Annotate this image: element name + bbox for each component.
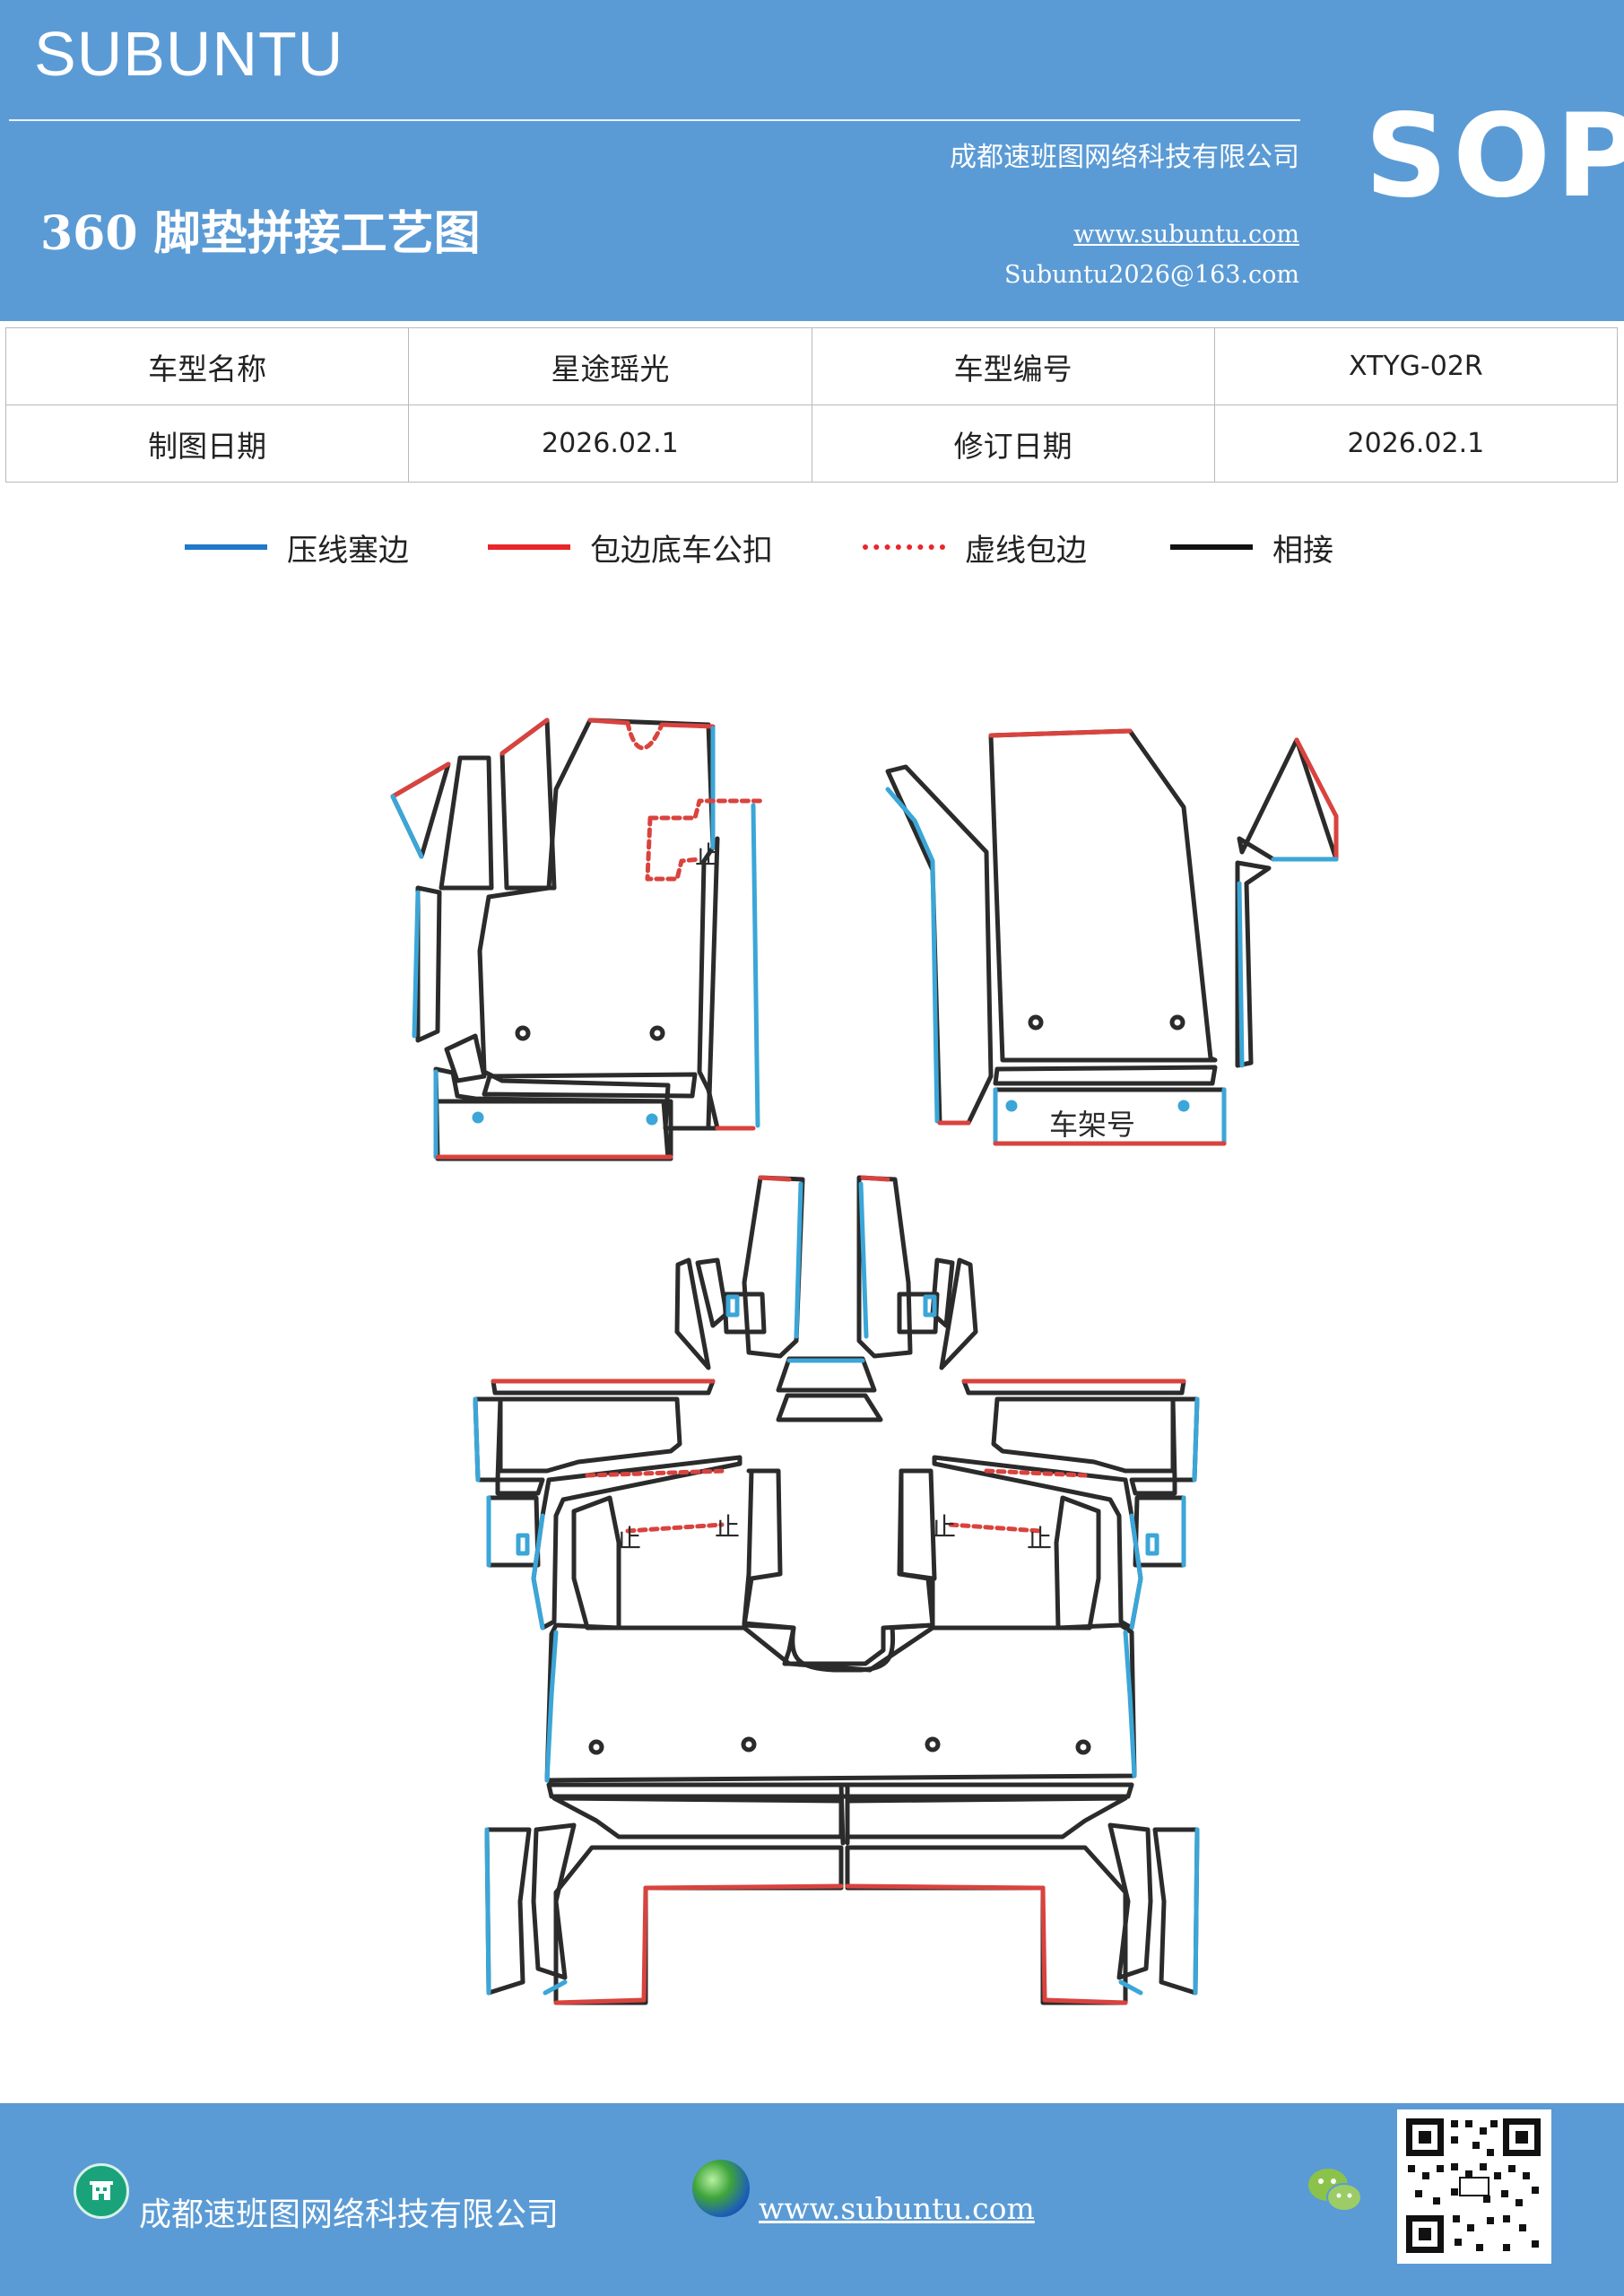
globe-icon bbox=[692, 2160, 750, 2217]
table-cell-label: 车型编号 bbox=[811, 327, 1215, 405]
header-divider bbox=[9, 119, 1300, 121]
brand-name: SUBUNTU bbox=[34, 19, 344, 89]
rear-right-side-pieces bbox=[932, 1378, 1200, 1631]
building-icon bbox=[74, 2163, 129, 2219]
passenger-front-mat bbox=[885, 728, 1339, 1146]
driver-front-mat bbox=[390, 718, 720, 1161]
legend-item-wrap-edge: 包边底车公扣 bbox=[488, 525, 773, 570]
legend-swatch bbox=[1170, 544, 1253, 550]
table-cell-label: 修订日期 bbox=[811, 404, 1215, 483]
table-cell-value: 2026.02.1 bbox=[1213, 404, 1619, 483]
legend-swatch bbox=[185, 544, 267, 550]
rear-left-side-pieces bbox=[473, 1378, 743, 1631]
stop-mark: 止 bbox=[616, 1524, 641, 1553]
legend-label: 压线塞边 bbox=[287, 532, 409, 569]
table-cell-value: 星途瑶光 bbox=[408, 327, 812, 405]
vehicle-info-table: 车型名称 星途瑶光 车型编号 XTYG-02R 制图日期 2026.02.1 修… bbox=[4, 327, 1619, 483]
legend-label: 包边底车公扣 bbox=[590, 532, 773, 569]
company-name: 成都速班图网络科技有限公司 bbox=[950, 142, 1299, 173]
rear-corner-edges bbox=[484, 1827, 1200, 1996]
table-row: 车型名称 星途瑶光 车型编号 XTYG-02R bbox=[4, 327, 1619, 405]
table-cell-value: XTYG-02R bbox=[1213, 327, 1619, 405]
legend-label: 相接 bbox=[1272, 532, 1333, 569]
passenger-mat-edges bbox=[885, 728, 1339, 1146]
rear-side-edges bbox=[473, 1378, 1200, 1631]
table-cell-label: 制图日期 bbox=[4, 404, 410, 483]
stop-mark: 止 bbox=[1027, 1524, 1052, 1553]
legend-label: 虚线包边 bbox=[965, 532, 1087, 569]
center-tunnel-edges bbox=[725, 1175, 937, 1363]
driver-mat-edges bbox=[390, 718, 765, 1160]
footer-website-link[interactable]: www.subuntu.com bbox=[759, 2191, 1035, 2226]
footer-company-name: 成都速班图网络科技有限公司 bbox=[139, 2196, 560, 2233]
legend-swatch bbox=[863, 544, 945, 550]
rear-main-mat bbox=[544, 1622, 1137, 2005]
document-title: 360 脚垫拼接工艺图 bbox=[40, 206, 481, 261]
legend-item-press-edge: 压线塞边 bbox=[185, 525, 409, 570]
legend: 压线塞边 包边底车公扣 虚线包边 相接 bbox=[0, 525, 1624, 570]
sop-badge: SOP bbox=[1365, 90, 1624, 223]
table-cell-value: 2026.02.1 bbox=[408, 404, 812, 483]
website-link[interactable]: www.subuntu.com bbox=[1073, 221, 1299, 248]
header-banner bbox=[0, 0, 1624, 321]
contact-email: Subuntu2026@163.com bbox=[1004, 261, 1299, 289]
qr-code[interactable] bbox=[1397, 2109, 1551, 2264]
wechat-icon[interactable] bbox=[1305, 2163, 1364, 2219]
stop-mark: 止 bbox=[695, 840, 720, 870]
center-console-piece bbox=[742, 1468, 937, 1673]
stop-mark: 止 bbox=[715, 1512, 740, 1542]
legend-item-dotted-wrap: 虚线包边 bbox=[863, 525, 1087, 570]
legend-item-joint: 相接 bbox=[1170, 525, 1333, 570]
center-tunnel-pieces bbox=[674, 1175, 978, 1422]
stop-mark: 止 bbox=[931, 1512, 956, 1542]
frame-number-label: 车架号 bbox=[1049, 1108, 1135, 1142]
legend-swatch bbox=[488, 544, 570, 550]
table-row: 制图日期 2026.02.1 修订日期 2026.02.1 bbox=[4, 404, 1619, 483]
table-cell-label: 车型名称 bbox=[4, 327, 410, 405]
rear-main-edges bbox=[544, 1630, 1137, 2005]
